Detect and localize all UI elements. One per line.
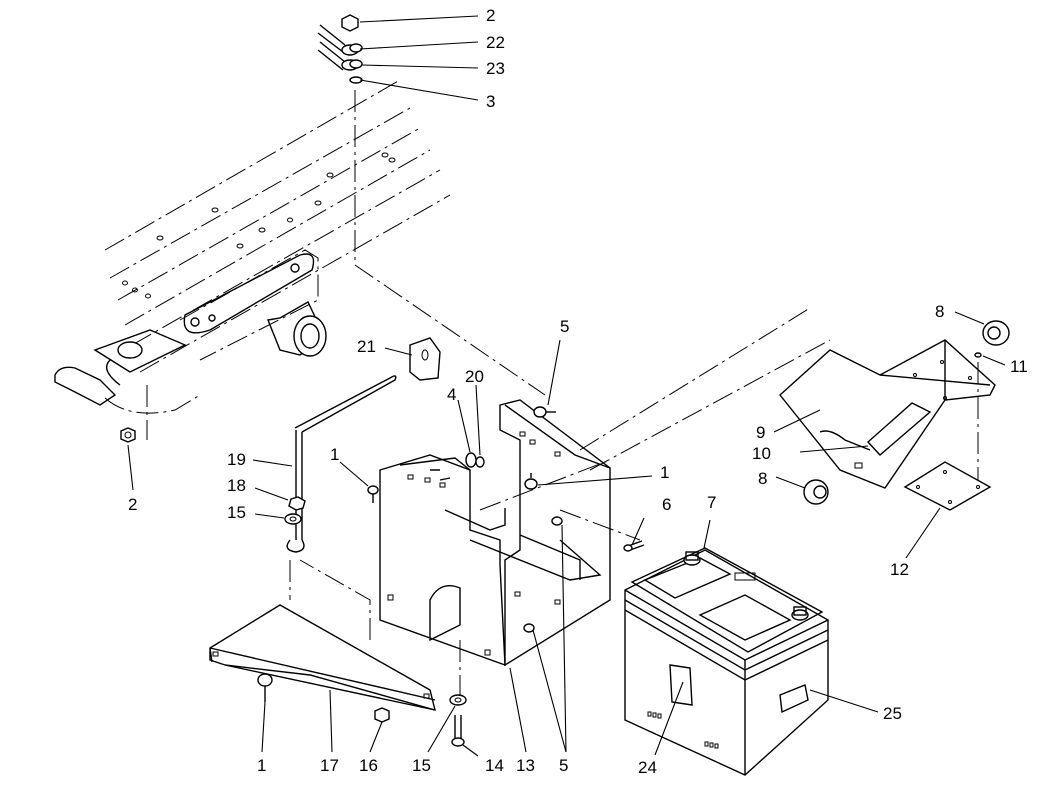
screw-6 [623, 540, 645, 552]
callout-8-bottom: 8 [758, 469, 767, 488]
callout-25: 25 [883, 704, 902, 723]
callout-9: 9 [756, 423, 765, 442]
callout-13: 13 [516, 756, 535, 775]
callout-15-bottom: 15 [412, 756, 431, 775]
frame-rails-phantom [104, 79, 451, 373]
callout-2-top: 2 [486, 6, 495, 25]
callout-6: 6 [662, 495, 671, 514]
washer-nut-4-20 [465, 452, 485, 468]
callout-23: 23 [486, 59, 505, 78]
callout-16: 16 [359, 756, 378, 775]
callout-1-bottom: 1 [257, 756, 266, 775]
bolt-1-right [524, 473, 538, 490]
callout-labels: 2 22 23 3 2 21 5 20 4 19 1 18 15 1 6 7 8… [128, 6, 1028, 777]
callout-5-bottom: 5 [559, 756, 568, 775]
bolt-1-upper [367, 485, 379, 503]
carriage-bolts [367, 406, 563, 633]
callout-1-upper: 1 [330, 445, 339, 464]
flange-nut-left [120, 427, 136, 443]
battery-cable-hardware-stack [317, 14, 546, 396]
callout-2-left: 2 [128, 495, 137, 514]
callout-11: 11 [1010, 357, 1028, 376]
battery-box [379, 399, 641, 700]
bolt-5-top [533, 406, 556, 418]
callout-22: 22 [486, 33, 505, 52]
callout-7: 7 [707, 493, 716, 512]
mounting-plate [209, 559, 467, 747]
callout-15-left: 15 [227, 503, 246, 522]
callout-18: 18 [227, 476, 246, 495]
pivot-bracket [54, 249, 327, 440]
battery [624, 547, 829, 776]
leader-lines [127, 15, 1006, 757]
callout-20: 20 [465, 367, 484, 386]
callout-5-top: 5 [560, 317, 569, 336]
callout-24: 24 [638, 758, 657, 777]
battery-cover [579, 307, 1010, 511]
callout-21: 21 [357, 337, 376, 356]
battery-clip [409, 337, 441, 381]
callout-4: 4 [447, 385, 456, 404]
bolt-5-middle [551, 516, 563, 526]
callout-19: 19 [227, 450, 246, 469]
callout-17: 17 [320, 756, 339, 775]
callout-1-right: 1 [660, 463, 669, 482]
callout-8-top: 8 [935, 302, 944, 321]
callout-3: 3 [486, 92, 495, 111]
callout-10: 10 [752, 444, 771, 463]
hold-down-rod [284, 375, 397, 600]
bolt-5-lower [523, 623, 535, 633]
callout-12: 12 [890, 560, 909, 579]
callout-14: 14 [485, 756, 504, 775]
